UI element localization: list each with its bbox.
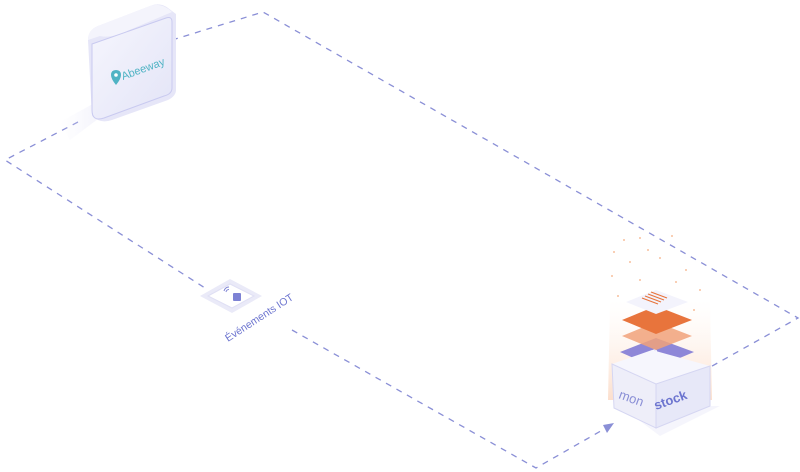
location-pin-icon [111, 70, 121, 85]
puzzle-layer-orange [622, 306, 692, 334]
puzzle-layer-peach [622, 322, 692, 350]
gateway-device: Abeeway [60, 4, 176, 140]
connector-iot-to-stock [291, 329, 607, 469]
wireless-sensor-icon [223, 286, 241, 301]
document-layer [626, 290, 688, 314]
mon-stock-node: ? mon stock [608, 235, 720, 436]
document-lines-icon [641, 291, 668, 305]
connector-gateway-to-iot [3, 121, 206, 289]
arrowhead-icon [603, 423, 614, 433]
particles [611, 235, 701, 311]
iot-events-node: Événements IOT [200, 279, 296, 345]
